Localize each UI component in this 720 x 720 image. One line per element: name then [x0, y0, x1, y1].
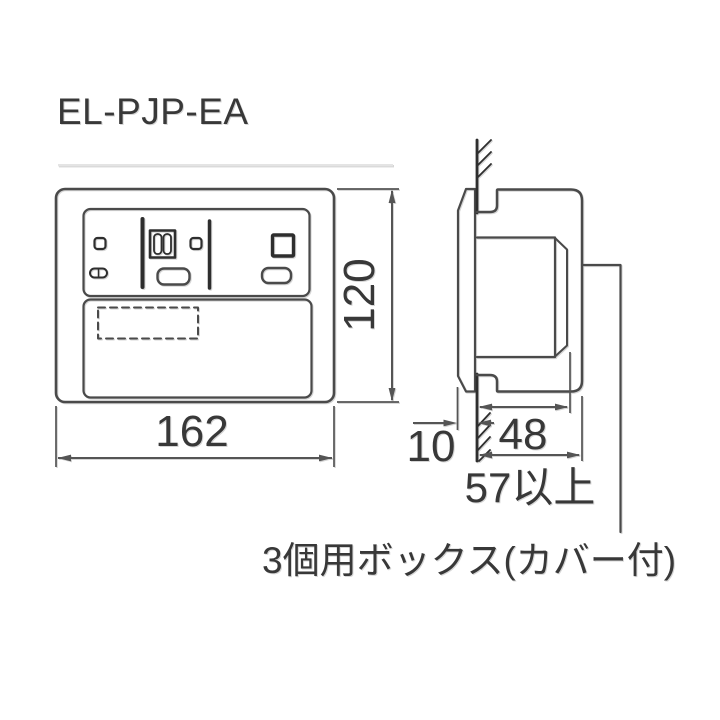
- switch-module-outline: [82, 207, 311, 298]
- arrow-down-icon: [388, 388, 396, 402]
- arrow-up-icon: [388, 189, 396, 203]
- wall-hatching-top: [475, 138, 492, 215]
- dim-height-label: 120: [335, 258, 384, 331]
- pilot-lamp-icon: [93, 236, 107, 251]
- leader-line: [580, 263, 622, 534]
- dim-protrusion-label: 10: [407, 422, 456, 471]
- dim-height: 120: [335, 188, 399, 403]
- dim-min-clearance-label: 57以上: [465, 464, 596, 511]
- faceplate-flange: [456, 187, 477, 393]
- rocker-switch-icon: [148, 229, 177, 259]
- arrow-right-icon: [567, 451, 581, 459]
- inner-box: [475, 236, 568, 359]
- dim-depth-label: 48: [499, 410, 548, 459]
- push-button-icon: [260, 266, 293, 285]
- arrow-left-icon: [477, 419, 491, 427]
- dashed-label-area: [97, 306, 199, 340]
- indicator-pill-icon: [89, 267, 108, 279]
- arrow-left-icon: [478, 451, 492, 459]
- arrow-right-icon: [443, 419, 457, 427]
- arrow-left-icon: [57, 454, 71, 462]
- arrow-left-icon: [478, 403, 492, 411]
- scan-artifact-line: [58, 164, 393, 167]
- arrow-right-icon: [555, 403, 569, 411]
- push-button-icon: [156, 267, 191, 286]
- box-note-label: 3個用ボックス(カバー付): [262, 540, 676, 581]
- dim-min-clearance: 57以上: [465, 396, 596, 511]
- dim-width: 162: [55, 406, 335, 467]
- dim-width-label: 162: [155, 407, 228, 456]
- cover-plate-outline: [54, 187, 336, 404]
- side-view: [456, 138, 584, 463]
- dim-depth: 48: [478, 352, 571, 459]
- arrow-right-icon: [319, 454, 333, 462]
- page-title: EL-PJP-EA: [57, 91, 249, 132]
- recessed-body-outline: [475, 188, 584, 393]
- wall-hatching-bottom: [475, 372, 491, 463]
- front-view: [54, 187, 336, 404]
- lower-module-outline: [82, 298, 313, 399]
- pilot-lamp-icon: [189, 236, 203, 251]
- dim-protrusion: 10: [407, 387, 494, 471]
- square-indicator-icon: [270, 233, 296, 258]
